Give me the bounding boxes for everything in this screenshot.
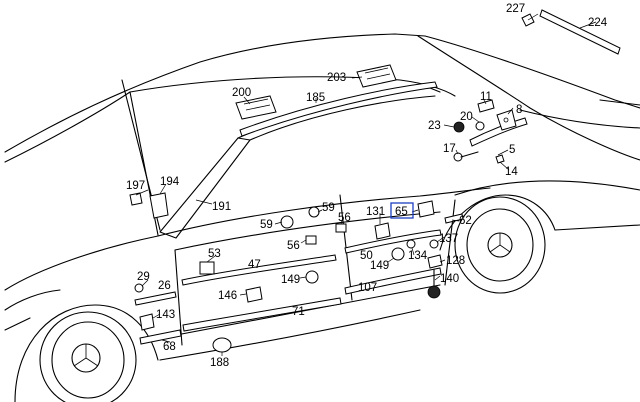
- callout-47: 47: [248, 259, 261, 271]
- callout-71: 71: [292, 306, 305, 318]
- front-wheel: [14, 304, 159, 402]
- callout-53: 53: [208, 248, 221, 260]
- callout-149-left: 149: [281, 274, 300, 286]
- callout-134: 134: [408, 250, 428, 262]
- callout-26: 26: [158, 280, 171, 292]
- callout-5: 5: [509, 144, 515, 156]
- callout-8: 8: [516, 104, 522, 116]
- callout-56-right: 56: [338, 212, 351, 224]
- callout-107: 107: [358, 282, 377, 294]
- callout-59-upper-left: 59: [260, 219, 273, 231]
- callout-185: 185: [306, 92, 325, 104]
- callout-149-right: 149: [370, 260, 389, 272]
- leader-lines: [135, 13, 597, 356]
- callout-17: 17: [443, 143, 456, 155]
- callout-194: 194: [160, 176, 180, 188]
- callout-11: 11: [480, 91, 492, 103]
- callout-146: 146: [218, 290, 237, 302]
- callout-20: 20: [460, 111, 473, 123]
- callout-50: 50: [360, 250, 373, 262]
- car-body-outline: [4, 33, 640, 361]
- fasteners: [129, 13, 535, 353]
- callout-56-left: 56: [287, 240, 300, 252]
- callout-188: 188: [210, 357, 229, 369]
- callout-62: 62: [459, 215, 472, 227]
- callout-197: 197: [126, 180, 145, 192]
- trim-strips: [134, 9, 621, 345]
- callout-23: 23: [428, 120, 441, 132]
- highlight-box-65: [390, 202, 414, 219]
- rear-wheel: [454, 196, 546, 294]
- callout-143: 143: [156, 309, 175, 321]
- callout-68: 68: [163, 341, 176, 353]
- callout-14: 14: [505, 166, 518, 178]
- callout-200: 200: [232, 87, 251, 99]
- callout-59-upper-right: 59: [322, 202, 335, 214]
- callout-137: 137: [439, 233, 458, 245]
- callout-131: 131: [366, 206, 385, 218]
- callout-128: 128: [446, 255, 465, 267]
- callout-29: 29: [137, 271, 150, 283]
- callout-224: 224: [588, 17, 608, 29]
- callout-227: 227: [506, 3, 525, 15]
- callout-203: 203: [327, 72, 346, 84]
- callout-labels: 227 224 200 203 185 11 20 8 23 17 5 14 1…: [126, 3, 608, 369]
- callout-65: 65: [395, 206, 408, 218]
- callout-191: 191: [212, 201, 231, 213]
- callout-140: 140: [440, 273, 459, 285]
